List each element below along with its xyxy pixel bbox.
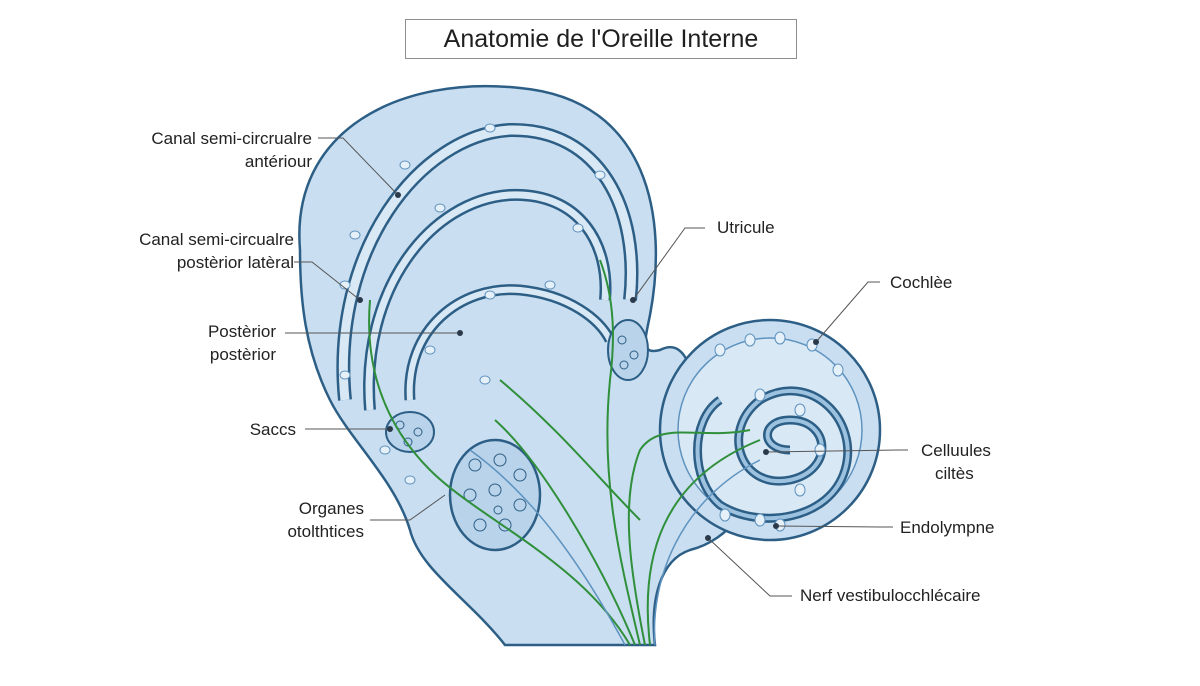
canal-cells (339, 123, 606, 485)
label-nerve: Nerf vestibulocchlécaire (800, 586, 981, 605)
leader-lines (285, 137, 908, 597)
label-endolymph: Endolympne (900, 518, 995, 537)
diagram-title: Anatomie de l'Oreille Interne (405, 19, 797, 59)
label-utricule: Utricule (717, 218, 775, 237)
label-saccs: Saccs (249, 420, 296, 439)
leader-dots (357, 192, 819, 541)
otolith-crystals (395, 335, 639, 532)
utricle (607, 319, 649, 381)
label-cochlee: Cochlèe (890, 273, 953, 292)
vestibulocochlear-nerve (368, 259, 761, 646)
cochlear-hair-cells (714, 331, 844, 532)
otolithic-organ (448, 438, 542, 552)
saccule (385, 411, 435, 453)
